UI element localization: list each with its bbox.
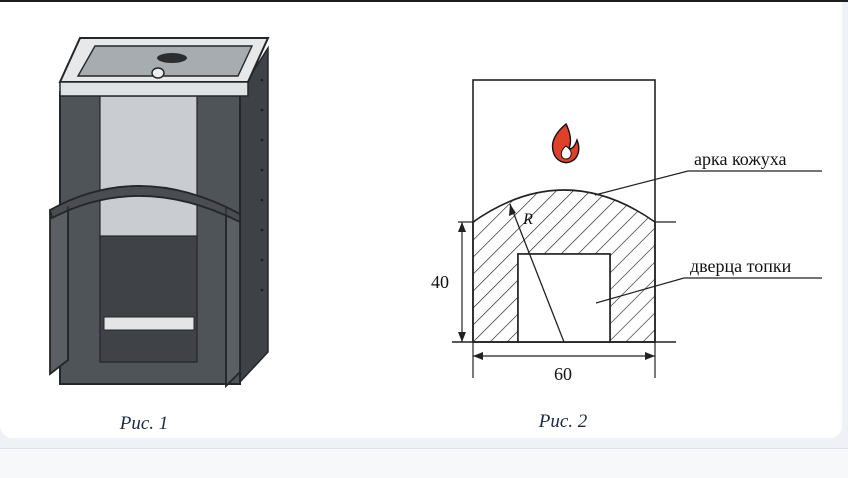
figure1-caption: Рис. 1 bbox=[119, 413, 169, 434]
stove-side-rivets bbox=[260, 78, 264, 292]
stove-top-edge bbox=[59, 81, 249, 97]
radius-line bbox=[509, 203, 565, 343]
stove-lid-handle bbox=[151, 67, 165, 79]
callout-arch-label: арка кожуха bbox=[694, 149, 787, 169]
stove-side-panel bbox=[239, 45, 269, 384]
dim-width-label: 60 bbox=[554, 364, 572, 384]
radius-label: R bbox=[522, 211, 533, 228]
shroud-left-wing bbox=[49, 204, 69, 376]
stove-center-panel bbox=[99, 95, 198, 243]
stove-illustration bbox=[48, 37, 270, 389]
shroud-right-wing bbox=[225, 206, 241, 389]
dim-height-label: 40 bbox=[431, 272, 449, 292]
stove-lid-hole bbox=[157, 53, 187, 63]
shroud-drawing: 40 60 R арка кожуха дверца топки bbox=[431, 79, 822, 384]
bottom-bar bbox=[0, 448, 848, 478]
top-divider bbox=[0, 0, 848, 2]
stove-firebox bbox=[99, 235, 198, 363]
callout-door-label: дверца топки bbox=[690, 256, 792, 276]
callout-door-leader bbox=[595, 277, 822, 304]
figure2-caption: Рис. 2 bbox=[538, 411, 588, 432]
stove-ash-slot bbox=[103, 316, 195, 331]
flame-icon bbox=[551, 122, 580, 164]
callout-arch-leader bbox=[594, 170, 822, 196]
firebox-door-rect bbox=[517, 253, 611, 343]
shroud-arch bbox=[48, 185, 241, 224]
